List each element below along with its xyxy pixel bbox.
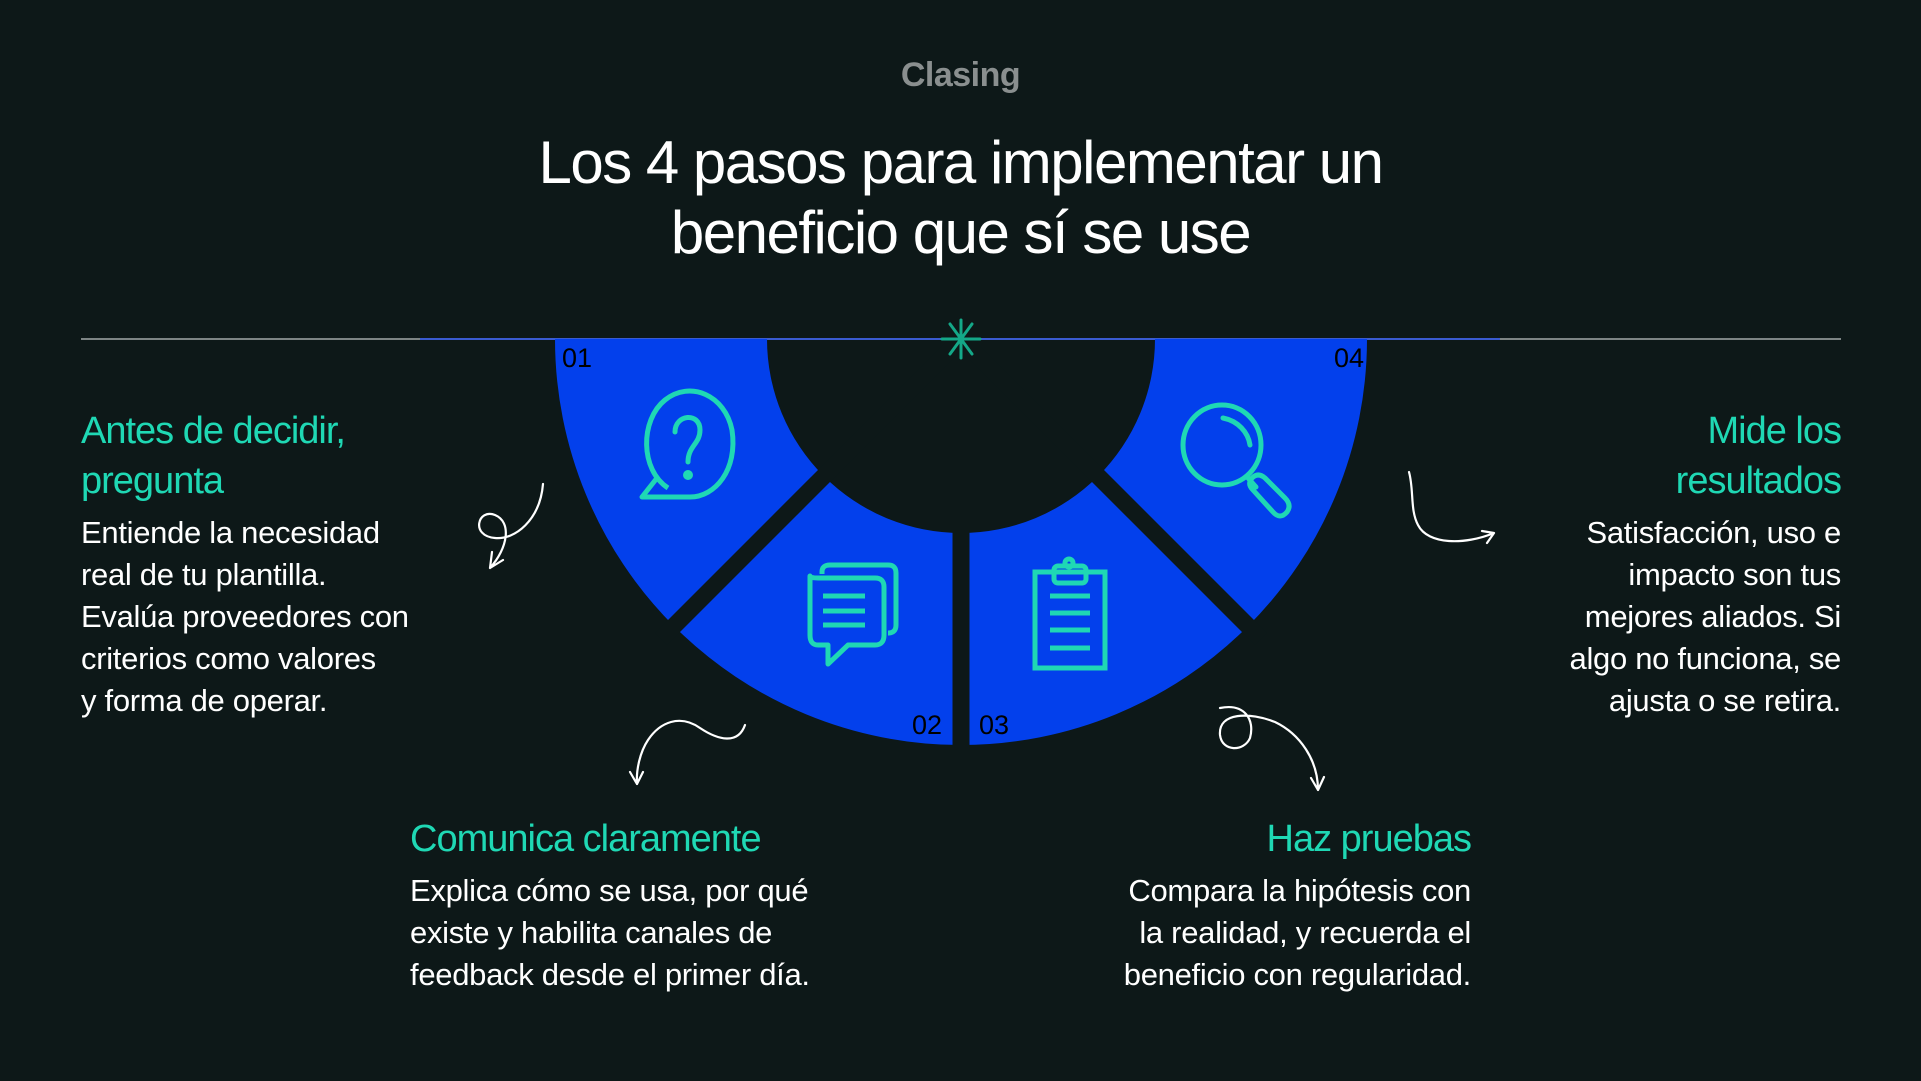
chat-bubbles-icon [807,562,899,667]
squiggle-arrow-2 [628,719,747,786]
step-02-heading: Comunica claramente [410,818,762,860]
step-number-01: 01 [562,343,592,373]
squiggle-arrow-1 [478,482,545,570]
magnifier-icon [1180,402,1292,519]
title-line-1: Los 4 pasos para implementar un [538,129,1384,196]
clipboard-icon [1032,556,1108,671]
squiggle-arrow-4 [1407,470,1496,545]
page-title: Los 4 pasos para implementar un benefici… [0,128,1921,268]
segment-02 [673,476,961,745]
question-bubble-icon [639,388,736,500]
segment-01 [555,339,824,627]
separators [654,332,1268,760]
step-number-03: 03 [979,710,1009,740]
step-number-04: 04 [1334,343,1364,373]
squiggle-arrow-3 [1218,706,1326,792]
step-01: Antes de decidir,pregunta Entiende la ne… [81,406,501,722]
step-01-heading: Antes de decidir,pregunta [81,410,346,502]
asterisk-icon [940,318,982,360]
title-line-2: beneficio que sí se use [670,199,1252,266]
step-02: Comunica claramente Explica cómo se usa,… [410,814,930,996]
brand-logo: Clasing [900,56,1021,94]
step-03-heading: Haz pruebas [1266,818,1472,860]
step-number-02: 02 [912,710,942,740]
